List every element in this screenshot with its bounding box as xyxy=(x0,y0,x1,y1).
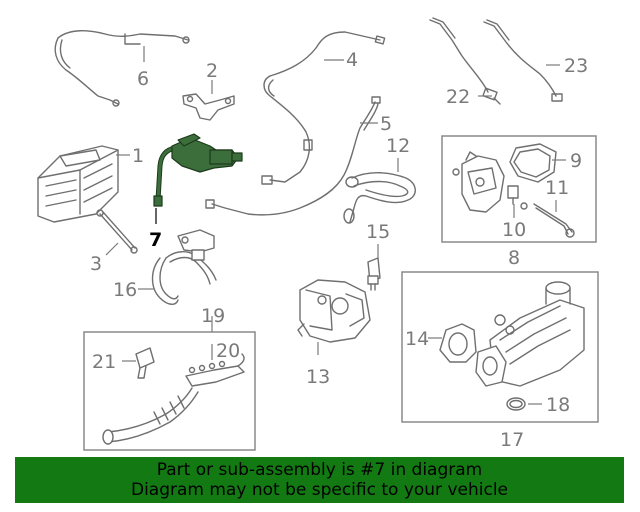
part-17-cooler xyxy=(475,281,585,387)
part-16-hose xyxy=(151,229,217,305)
part-11-tube xyxy=(520,202,575,238)
callout-22: 22 xyxy=(446,86,470,108)
parts-diagram: 1 2 3 4 5 6 7 8 9 10 11 12 13 14 15 16 1… xyxy=(37,17,599,451)
part-20-sensor xyxy=(188,360,226,374)
callout-15: 15 xyxy=(366,221,390,243)
part-5-tube xyxy=(205,96,381,216)
callout-7-highlighted: 7 xyxy=(149,229,162,251)
callout-17: 17 xyxy=(500,429,524,451)
callout-8: 8 xyxy=(508,247,520,269)
callout-13: 13 xyxy=(306,366,330,388)
callout-20: 20 xyxy=(216,340,240,362)
callout-16: 16 xyxy=(113,279,137,301)
part-22-sensor xyxy=(429,17,501,105)
group-box-8 xyxy=(441,135,597,243)
part-12-hose xyxy=(343,172,416,224)
part-3-rod xyxy=(96,209,138,254)
part-23-sensor xyxy=(483,19,563,102)
part-18-oring xyxy=(506,397,526,411)
part-14-gasket xyxy=(439,323,477,363)
banner-line-disclaimer: Diagram may not be specific to your vehi… xyxy=(130,480,508,500)
callout-21: 21 xyxy=(92,351,116,373)
part-2-bracket xyxy=(182,93,235,121)
banner-line-part: Part or sub-assembly is #7 in diagram xyxy=(156,460,483,480)
callout-2: 2 xyxy=(206,60,218,82)
callout-18: 18 xyxy=(546,394,570,416)
group-box-19 xyxy=(83,331,256,451)
part-7-purge-valve xyxy=(153,133,243,207)
callout-19: 19 xyxy=(201,305,225,327)
callout-23: 23 xyxy=(564,55,588,77)
callout-4: 4 xyxy=(346,49,358,71)
part-6-hose xyxy=(54,30,190,107)
callout-11: 11 xyxy=(545,177,569,199)
part-15-sensor xyxy=(367,257,381,291)
callout-14: 14 xyxy=(405,328,429,350)
callout-6: 6 xyxy=(137,68,149,90)
part-4-tube xyxy=(261,31,386,185)
part-9-gasket xyxy=(509,143,557,183)
info-banner: Part or sub-assembly is #7 in diagram Di… xyxy=(15,457,624,503)
part-10-fitting xyxy=(507,185,519,205)
callout-12: 12 xyxy=(386,135,410,157)
part-13-egr-valve xyxy=(297,279,371,343)
part-8-assembly xyxy=(452,151,505,213)
callout-10: 10 xyxy=(502,219,526,241)
part-21-sensor xyxy=(135,347,155,379)
callout-3: 3 xyxy=(90,253,102,275)
callout-1: 1 xyxy=(132,145,144,167)
part-19-tube-assembly xyxy=(102,353,245,445)
callout-9: 9 xyxy=(570,150,582,172)
callout-5: 5 xyxy=(380,113,392,135)
group-box-17 xyxy=(401,271,599,423)
part-1-canister xyxy=(37,145,119,223)
